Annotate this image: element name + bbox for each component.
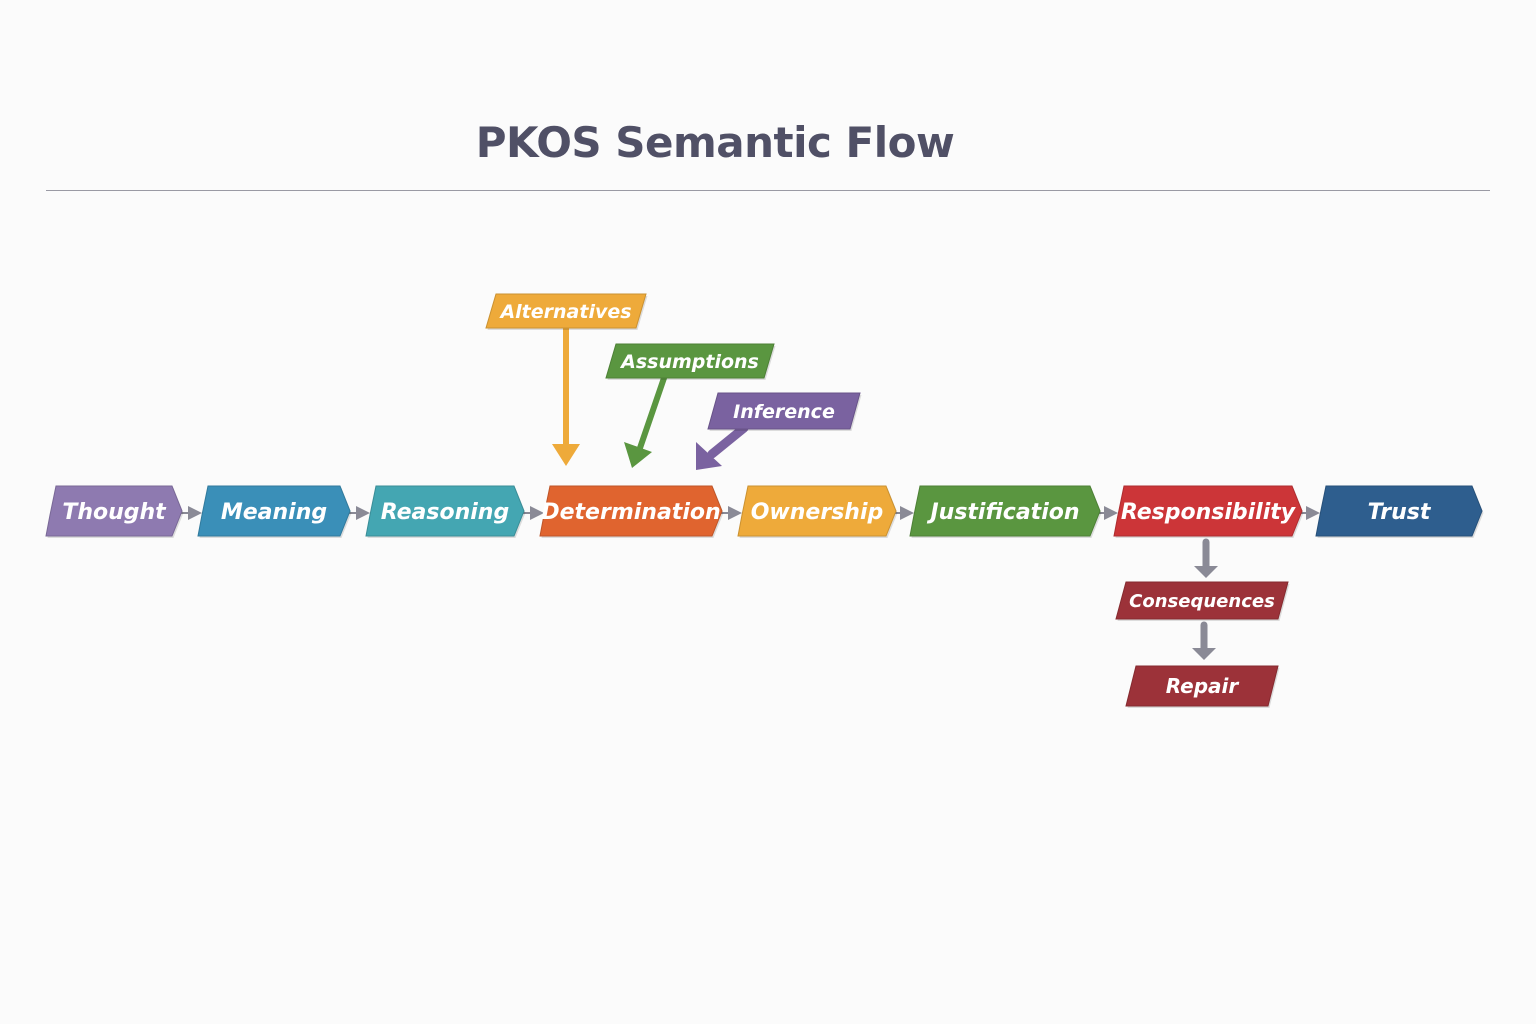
- trust-box: [1315, 485, 1483, 537]
- reasoning-box: [365, 485, 525, 537]
- input-node-assumptions: Assumptions: [605, 343, 776, 380]
- ownership-label: Ownership: [751, 500, 884, 525]
- output-node-consequences: Consequences: [1115, 581, 1290, 621]
- flow-node-ownership: Ownership: [737, 485, 898, 538]
- assumptions-arrow-line: [637, 375, 667, 451]
- flow-arrow-justification-responsibility-head: [1104, 506, 1118, 520]
- determination-label: Determination: [541, 500, 720, 525]
- input-node-alternatives: Alternatives: [485, 293, 648, 330]
- trust-label: Trust: [1368, 500, 1432, 525]
- assumptions-label: Assumptions: [619, 351, 759, 373]
- alternatives-label: Alternatives: [498, 301, 631, 323]
- consequences-box: [1115, 581, 1289, 620]
- thought-label: Thought: [62, 500, 167, 525]
- repair-box: [1125, 665, 1279, 707]
- determination-box: [539, 485, 723, 537]
- nodes-layer: Thought Meaning Reasoning Determination Owne…: [45, 293, 1484, 708]
- output-node-repair: Repair: [1125, 665, 1280, 708]
- inference-box: [707, 392, 861, 430]
- meaning-label: Meaning: [221, 500, 327, 525]
- consequences-to-repair-head: [1192, 648, 1216, 660]
- responsibility-label: Responsibility: [1121, 500, 1297, 525]
- flow-arrow-thought-meaning-head: [188, 506, 202, 520]
- inference-arrow-head: [696, 442, 722, 470]
- inference-arrow-line: [707, 423, 749, 459]
- flow-arrow-determination-ownership-head: [728, 506, 742, 520]
- assumptions-box: [605, 343, 775, 379]
- consequences-label: Consequences: [1129, 591, 1275, 612]
- justification-box: [909, 485, 1101, 537]
- responsibility-to-consequences-head: [1194, 566, 1218, 578]
- reasoning-label: Reasoning: [381, 500, 509, 525]
- ownership-box: [737, 485, 897, 537]
- repair-label: Repair: [1166, 674, 1240, 698]
- flow-node-responsibility: Responsibility: [1113, 485, 1304, 538]
- flow-node-trust: Trust: [1315, 485, 1484, 538]
- inference-label: Inference: [733, 401, 835, 423]
- connectors-layer: [169, 325, 1481, 660]
- input-node-inference: Inference: [707, 392, 862, 431]
- flow-node-reasoning: Reasoning: [365, 485, 526, 538]
- flow-node-determination: Determination: [539, 485, 724, 538]
- alternatives-arrow-head: [552, 444, 580, 466]
- justification-label: Justification: [926, 500, 1079, 525]
- flow-node-justification: Justification: [909, 485, 1102, 538]
- responsibility-box: [1113, 485, 1303, 537]
- page-title: PKOS Semantic Flow: [475, 118, 955, 167]
- flow-arrow-responsibility-trust-head: [1306, 506, 1320, 520]
- alternatives-box: [485, 293, 647, 329]
- title-divider: [46, 190, 1490, 191]
- assumptions-arrow-head: [624, 442, 652, 468]
- flow-node-meaning: Meaning: [197, 485, 352, 538]
- flow-arrow-ownership-justification-head: [900, 506, 914, 520]
- meaning-box: [197, 485, 351, 537]
- flow-node-thought: Thought: [45, 485, 184, 538]
- flow-arrow-reasoning-determination-head: [530, 506, 544, 520]
- thought-box: [45, 485, 183, 537]
- flow-arrow-meaning-reasoning-head: [356, 506, 370, 520]
